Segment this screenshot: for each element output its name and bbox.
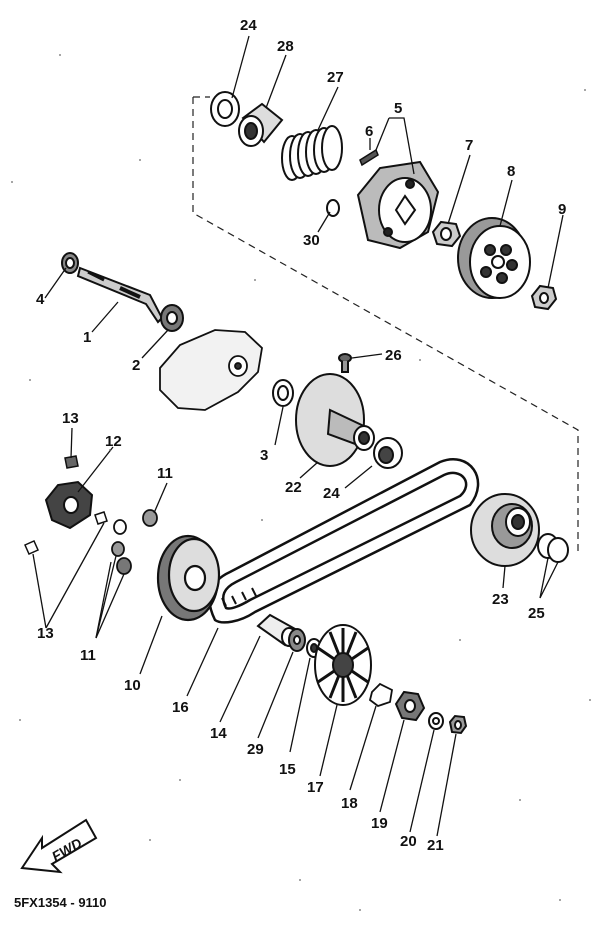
part-25-o-rings: [537, 533, 569, 563]
callout-26: 26: [385, 347, 402, 364]
callout-19: 19: [371, 815, 388, 832]
callout-14: 14: [210, 725, 227, 742]
part-4-bearing: [61, 252, 79, 274]
leader-lines: [32, 35, 564, 837]
part-2-bearing: [160, 304, 184, 332]
fwd-arrow-icon: FWD: [20, 818, 98, 874]
callout-13-top: 13: [62, 410, 79, 427]
callout-5: 5: [394, 100, 402, 117]
callout-24-middle: 24: [323, 485, 340, 502]
part-22-secondary-fixed-sheave: [295, 373, 375, 467]
part-12-cam: [44, 480, 94, 530]
callout-labels: 24 28 27 5 6 7 8 9 30 4 1 2 26 13 12 3 2…: [36, 17, 566, 854]
part-24-oil-seal-middle: [373, 437, 403, 469]
callout-4: 4: [36, 291, 45, 308]
part-16-v-belt: [208, 458, 480, 624]
part-18-spacer: [368, 682, 393, 708]
part-11-weight-rollers: [111, 509, 158, 575]
callout-7: 7: [465, 137, 473, 154]
callout-24-top: 24: [240, 17, 257, 34]
part-28-collar: [238, 102, 284, 147]
part-1-primary-shaft: [76, 266, 164, 324]
callout-13-bottom: 13: [37, 625, 54, 642]
crankcase-housing: [159, 329, 263, 411]
part-6-pin: [359, 148, 379, 167]
callout-18: 18: [341, 795, 358, 812]
callout-27: 27: [327, 69, 344, 86]
callout-15: 15: [279, 761, 296, 778]
callout-22: 22: [285, 479, 302, 496]
callout-9: 9: [558, 201, 566, 218]
part-13-slider-top: [64, 455, 79, 469]
part-5-clutch-carrier: [356, 160, 440, 250]
callout-10: 10: [124, 677, 141, 694]
callout-21: 21: [427, 837, 444, 854]
callout-25: 25: [528, 605, 545, 622]
callout-23: 23: [492, 591, 509, 608]
callout-3: 3: [260, 447, 268, 464]
callout-29: 29: [247, 741, 264, 758]
callout-6: 6: [365, 123, 373, 140]
part-13-sliders: [24, 511, 108, 555]
callout-17: 17: [307, 779, 324, 796]
part-8-clutch-housing: [457, 217, 531, 299]
callout-11-bottom: 11: [80, 647, 96, 664]
part-7-nut: [431, 220, 462, 248]
part-19-one-way-clutch: [394, 690, 426, 722]
callout-28: 28: [277, 38, 294, 55]
part-9-nut: [530, 284, 558, 311]
callout-12: 12: [105, 433, 122, 450]
part-23-secondary-sliding-sheave: [470, 493, 540, 567]
callout-2: 2: [132, 357, 140, 374]
assembly-dashed-outline: [192, 96, 579, 553]
part-24-oil-seal-top: [210, 91, 240, 127]
callout-11-top: 11: [157, 465, 173, 482]
part-17-primary-fixed-sheave: [314, 624, 372, 706]
callout-30: 30: [303, 232, 320, 249]
part-21-nut: [448, 714, 468, 735]
scan-speckles: [11, 54, 591, 911]
part-26-bolt: [338, 353, 352, 373]
callout-16: 16: [172, 699, 189, 716]
part-10-primary-sliding-sheave: [156, 534, 221, 622]
part-20-washer: [428, 712, 444, 730]
part-29-washer: [288, 628, 306, 652]
part-code-label: 5FX1354 - 9110: [14, 895, 107, 910]
callout-1: 1: [83, 329, 91, 346]
callout-8: 8: [507, 163, 515, 180]
part-27-compression-spring: [281, 125, 343, 181]
callout-20: 20: [400, 833, 417, 850]
part-3-oil-seal: [272, 379, 294, 407]
